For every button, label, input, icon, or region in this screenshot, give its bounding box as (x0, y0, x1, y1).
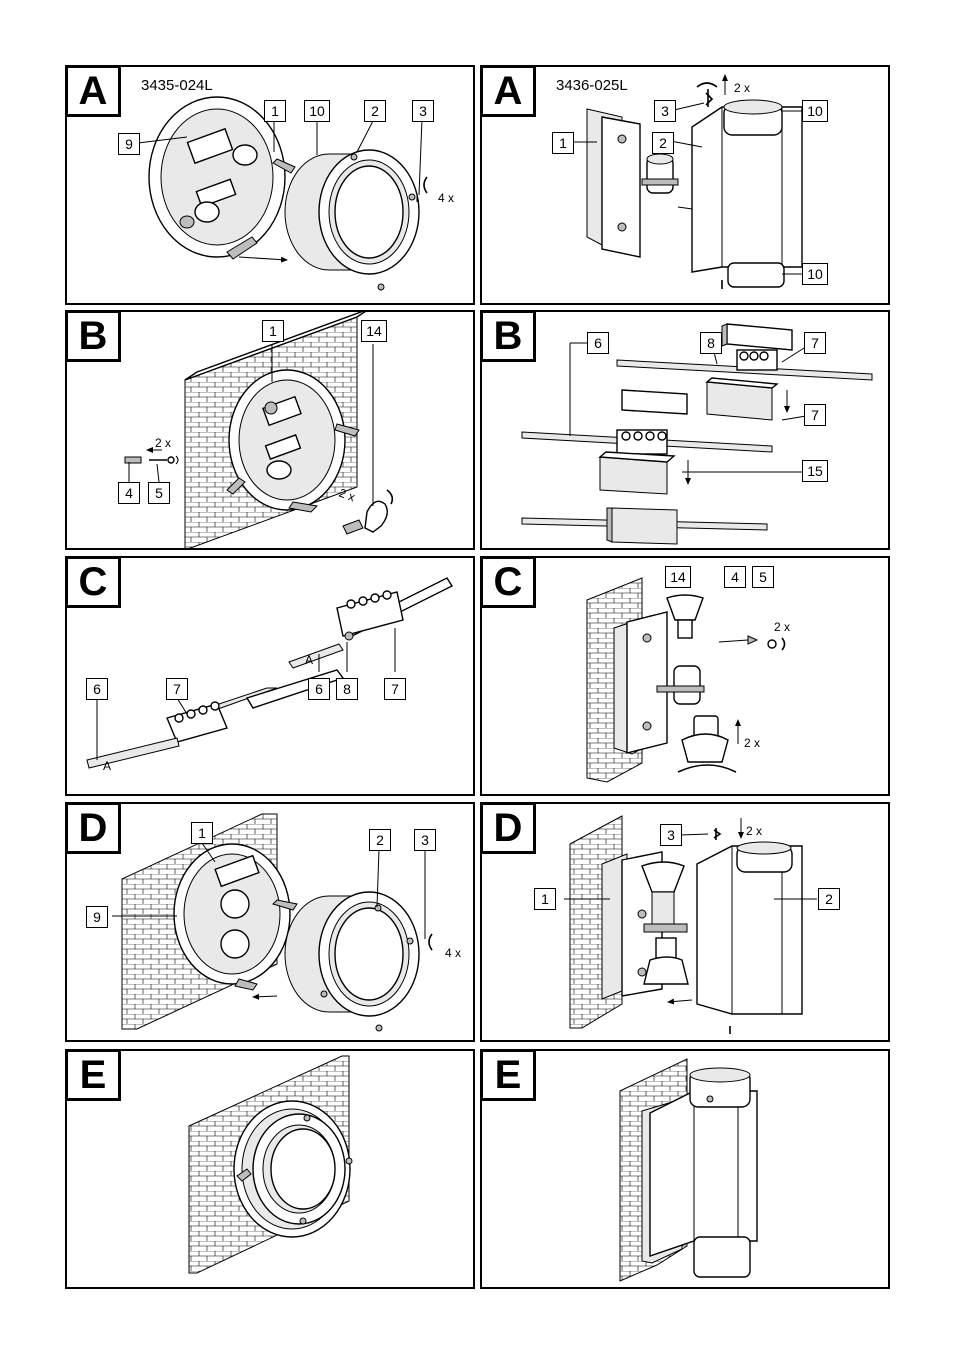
panel-c-right: C 14 4 5 2 x 2 x (480, 556, 890, 796)
quantity-label: 2 x (734, 81, 751, 95)
callout-14: 14 (361, 320, 387, 342)
svg-text:A: A (305, 653, 313, 667)
callout-4: 4 (724, 566, 746, 588)
callout-3: 3 (414, 829, 436, 851)
callout-8: 8 (336, 678, 358, 700)
step-label-b: B (482, 312, 536, 362)
step-label-c: C (482, 558, 536, 608)
callout-9: 9 (118, 133, 140, 155)
round-lamp-exploded-drawing (137, 96, 428, 291)
step-label-a: A (482, 67, 536, 117)
svg-text:A: A (103, 759, 111, 773)
step-label-b: B (67, 312, 121, 362)
step-label-d: D (482, 804, 536, 854)
panel-c-left: A A C 6 7 6 8 7 (65, 556, 475, 796)
callout-5: 5 (752, 566, 774, 588)
callout-10-top: 10 (802, 100, 828, 122)
panel-e-left: E (65, 1049, 475, 1289)
quantity-label: 2 x (746, 824, 763, 838)
callout-7-middle: 7 (804, 404, 826, 426)
panel-b-right: B 6 8 7 7 15 (480, 310, 890, 550)
callout-1: 1 (534, 888, 556, 910)
callout-2: 2 (364, 100, 386, 122)
callout-3: 3 (660, 824, 682, 846)
panel-a-left: A 3435-024L 9 1 10 2 3 4 x (65, 65, 475, 305)
callout-3: 3 (412, 100, 434, 122)
terminal-block-drawing: A A (86, 577, 454, 773)
wall-mounting-drawing (124, 312, 394, 548)
callout-2: 2 (652, 132, 674, 154)
panel-d-right: D 3 1 2 2 x (480, 802, 890, 1042)
quantity-label: 4 x (438, 191, 455, 205)
callout-2: 2 (818, 888, 840, 910)
panel-b-left: B 1 14 4 5 2 x 2 x (65, 310, 475, 550)
panel-d-left: D 1 9 2 3 4 x (65, 802, 475, 1042)
callout-10: 10 (304, 100, 330, 122)
callout-7: 7 (166, 678, 188, 700)
round-lamp-installed-drawing (188, 1055, 353, 1274)
step-label-e: E (67, 1051, 121, 1101)
cylinder-lamp-exploded-drawing (560, 74, 803, 289)
panel-e-right: E (480, 1049, 890, 1289)
cable-connection-drawing (521, 323, 873, 545)
callout-7-top: 7 (804, 332, 826, 354)
callout-4: 4 (118, 482, 140, 504)
callout-14: 14 (665, 566, 691, 588)
quantity-label-dowels: 2 x (155, 436, 172, 450)
round-lamp-reassembly-drawing (112, 813, 433, 1032)
panel-a-right: A 3436-025L 3 1 2 10 10 2 x (480, 65, 890, 305)
callout-1: 1 (191, 822, 213, 844)
quantity-label: 4 x (445, 946, 462, 960)
model-number: 3435-024L (141, 77, 213, 94)
callout-6: 6 (86, 678, 108, 700)
cylinder-lamp-installed-drawing (619, 1058, 758, 1282)
step-label-a: A (67, 67, 121, 117)
callout-10-bottom: 10 (802, 263, 828, 285)
step-label-e: E (482, 1051, 536, 1101)
model-number: 3436-025L (556, 77, 628, 94)
step-label-d: D (67, 804, 121, 854)
callout-8: 8 (700, 332, 722, 354)
quantity-label-screws: 2 x (774, 620, 791, 634)
callout-6: 6 (308, 678, 330, 700)
step-label-c: C (67, 558, 121, 608)
callout-5: 5 (148, 482, 170, 504)
callout-9: 9 (86, 906, 108, 928)
quantity-label-bulbs: 2 x (744, 736, 761, 750)
callout-3: 3 (654, 100, 676, 122)
callout-2: 2 (369, 829, 391, 851)
callout-7: 7 (384, 678, 406, 700)
callout-15: 15 (802, 460, 828, 482)
bulb-installation-drawing (586, 577, 786, 783)
callout-1: 1 (262, 320, 284, 342)
callout-1: 1 (264, 100, 286, 122)
callout-1: 1 (552, 132, 574, 154)
callout-6: 6 (587, 332, 609, 354)
cylinder-lamp-reassembly-drawing (564, 815, 817, 1034)
